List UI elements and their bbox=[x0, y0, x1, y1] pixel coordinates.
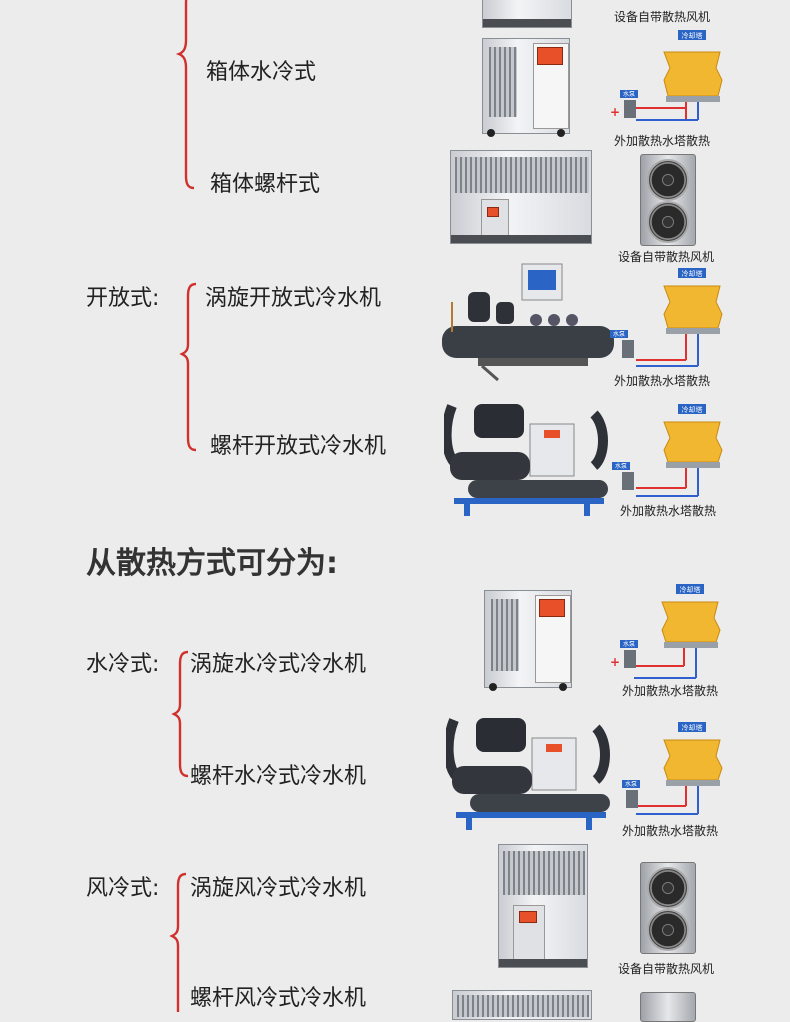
category-air: 风冷式: bbox=[86, 876, 160, 901]
svg-text:冷却塔: 冷却塔 bbox=[682, 269, 703, 278]
chiller-image-top bbox=[482, 0, 572, 28]
svg-text:冷却塔: 冷却塔 bbox=[682, 405, 703, 414]
svg-text:水泵: 水泵 bbox=[625, 780, 637, 788]
chiller-image-box-water bbox=[482, 38, 570, 137]
brace-air bbox=[169, 872, 187, 1012]
caption-water-tower-a: 外加散热水塔散热 bbox=[622, 684, 719, 698]
cooling-tower-image-2: 冷却塔 水泵 bbox=[606, 266, 726, 372]
item-scroll-air: 涡旋风冷式冷水机 bbox=[190, 876, 367, 901]
brace-open bbox=[179, 282, 197, 452]
caption-fan-top: 设备自带散热风机 bbox=[614, 10, 711, 24]
cooling-tower-image-1: 冷却塔 水泵 + bbox=[606, 28, 726, 128]
chiller-image-scroll-water bbox=[484, 590, 572, 691]
svg-text:冷却塔: 冷却塔 bbox=[682, 723, 703, 732]
svg-text:冷却塔: 冷却塔 bbox=[682, 31, 703, 40]
chiller-image-screw-open bbox=[441, 396, 616, 518]
section-heading: 从散热方式可分为: bbox=[86, 546, 338, 581]
item-screw-water: 螺杆水冷式冷水机 bbox=[190, 764, 367, 789]
svg-text:水泵: 水泵 bbox=[623, 640, 635, 648]
fan-image-1 bbox=[640, 154, 696, 246]
category-open: 开放式: bbox=[86, 286, 160, 311]
chiller-image-scroll-open bbox=[438, 262, 618, 382]
caption-water-tower-b: 外加散热水塔散热 bbox=[622, 824, 719, 838]
item-scroll-water: 涡旋水冷式冷水机 bbox=[190, 652, 367, 677]
item-screw-air: 螺杆风冷式冷水机 bbox=[190, 986, 367, 1011]
fan-image-2 bbox=[640, 862, 696, 954]
brace-water bbox=[171, 650, 189, 778]
fan-image-3 bbox=[640, 992, 696, 1022]
item-box-water: 箱体水冷式 bbox=[206, 60, 317, 85]
svg-text:冷却塔: 冷却塔 bbox=[680, 585, 701, 594]
caption-tower-1: 外加散热水塔散热 bbox=[614, 134, 711, 148]
cooling-tower-image-3: 冷却塔 水泵 bbox=[612, 400, 732, 504]
cooling-tower-image-5: 冷却塔 水泵 bbox=[614, 718, 734, 822]
cooling-tower-image-4: 冷却塔 水泵 + bbox=[610, 582, 730, 684]
brace-section1 bbox=[175, 0, 195, 190]
svg-text:水泵: 水泵 bbox=[615, 462, 627, 470]
chiller-image-box-screw bbox=[450, 150, 592, 244]
chiller-image-screw-water bbox=[443, 710, 618, 832]
svg-text:水泵: 水泵 bbox=[613, 330, 625, 338]
caption-fan-2: 设备自带散热风机 bbox=[618, 250, 715, 264]
chiller-image-scroll-air bbox=[498, 844, 588, 968]
item-screw-open: 螺杆开放式冷水机 bbox=[210, 434, 387, 459]
item-box-screw: 箱体螺杆式 bbox=[210, 172, 321, 197]
category-water: 水冷式: bbox=[86, 652, 160, 677]
svg-text:水泵: 水泵 bbox=[623, 90, 635, 98]
caption-open-tower-a: 外加散热水塔散热 bbox=[614, 374, 711, 388]
svg-text:+: + bbox=[610, 655, 620, 669]
caption-open-tower-b: 外加散热水塔散热 bbox=[620, 504, 717, 518]
caption-air-fan: 设备自带散热风机 bbox=[618, 962, 715, 976]
item-scroll-open: 涡旋开放式冷水机 bbox=[205, 286, 382, 311]
svg-text:+: + bbox=[610, 105, 620, 119]
chiller-image-screw-air bbox=[452, 990, 592, 1020]
